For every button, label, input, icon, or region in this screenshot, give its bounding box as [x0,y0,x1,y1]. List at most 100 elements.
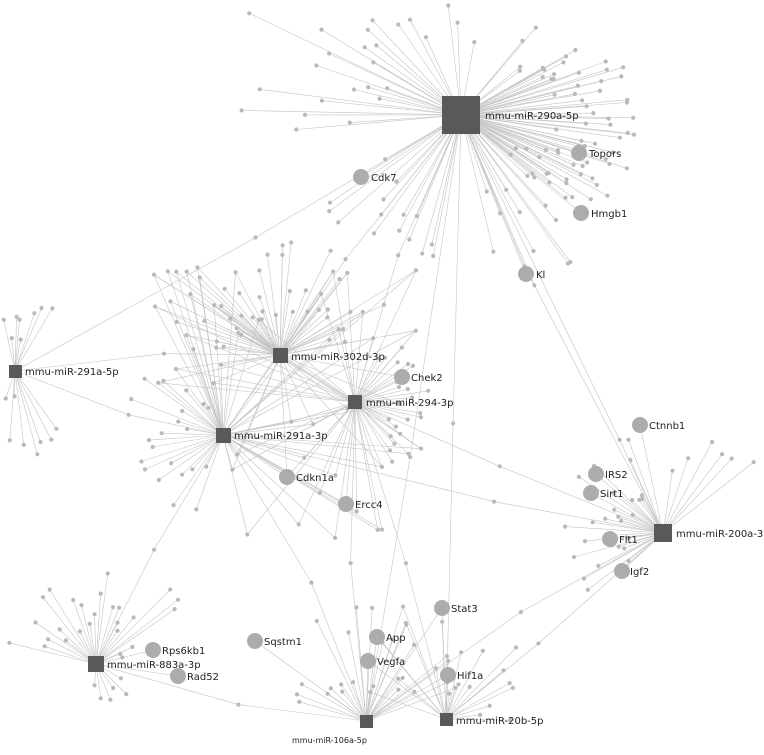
leaf-target-node [314,63,319,68]
leaf-target-node [280,252,285,257]
leaf-target-node [79,603,84,608]
leaf-target-node [328,248,333,253]
leaf-target-node [351,87,357,92]
leaf-target-node [360,309,365,314]
gene-node-marker [360,653,376,669]
leaf-target-node [124,692,129,697]
target-edge [460,114,593,179]
target-edge [296,114,462,130]
leaf-target-node [332,535,338,540]
leaf-target-node [156,380,161,385]
leaf-target-node [180,472,185,477]
target-edge [279,278,340,356]
leaf-target-node [131,615,136,620]
leaf-target-node [610,150,616,155]
leaf-target-node [418,415,424,420]
leaf-target-node [540,75,545,80]
mirna-node-291a-3p[interactable]: mmu-miR-291a-3p [216,428,328,443]
target-edge [222,337,374,436]
leaf-target-node [423,35,428,40]
leaf-target-node [630,512,635,518]
leaf-target-node [221,344,226,349]
target-edge [662,458,689,534]
gene-node-vegfa[interactable]: Vegfa [360,653,405,669]
mirna-node-200a-3p[interactable]: mmu-miR-200a-3p [654,524,764,542]
gene-node-label: Kl [536,270,545,281]
leaf-target-node [211,381,216,386]
leaf-target-node [77,629,82,634]
leaf-target-node [582,539,588,544]
leaf-target-node [396,384,402,390]
leaf-target-node [354,509,359,514]
leaf-target-node [142,467,147,472]
target-edge [196,434,224,510]
leaf-target-node [171,503,176,508]
leaf-target-node [7,640,12,645]
leaf-target-node [233,270,238,275]
gene-node-cdkn1a[interactable]: Cdkn1a [279,469,334,485]
target-edge [173,434,224,506]
gene-node-ctnnb1[interactable]: Ctnnb1 [632,417,685,433]
cross-edge [354,401,500,467]
leaf-target-node [514,645,519,650]
leaf-target-node [377,96,382,101]
mirna-node-294-3p[interactable]: mmu-miR-294-3p [348,395,454,409]
target-edge [565,526,664,534]
mirna-node-291a-5p[interactable]: mmu-miR-291a-5p [9,365,119,378]
leaf-target-node [219,304,224,309]
gene-node-app[interactable]: App [369,629,406,645]
target-edge [460,114,534,252]
gene-node-flt1[interactable]: Flt1 [602,531,638,547]
mirna-node-290a-5p[interactable]: mmu-miR-290a-5p [442,96,579,134]
leaf-target-node [410,363,415,368]
leaf-target-node [412,689,417,694]
leaf-target-node [575,83,581,88]
gene-node-hmgb1[interactable]: Hmgb1 [573,205,627,221]
target-edge [176,271,224,436]
leaf-target-node [168,299,173,304]
leaf-target-node [297,699,302,704]
target-edge [431,114,462,245]
gene-node-igf2[interactable]: Igf2 [614,563,649,579]
leaf-target-node [294,692,300,697]
mirna-node-20b-5p[interactable]: mmu-miR-20b-5p [440,713,544,727]
leaf-target-node [151,272,157,277]
gene-node-topors[interactable]: Topors [571,145,621,161]
leaf-target-node [419,446,424,451]
gene-node-sirt1[interactable]: Sirt1 [583,485,624,501]
gene-node-chek2[interactable]: Chek2 [394,369,443,385]
target-edge [220,364,356,403]
gene-node-rad52[interactable]: Rad52 [170,668,219,684]
mirna-node-106a-5p[interactable]: mmu-miR-106a-5p [292,715,373,745]
leaf-target-node [446,658,451,663]
gene-node-kl[interactable]: Kl [518,266,545,282]
target-edge [593,465,664,534]
cross-edge [354,401,407,564]
leaf-target-node [110,605,116,610]
leaf-target-node [585,160,590,165]
gene-edge [354,376,403,403]
cross-edge [14,237,256,372]
mirna-node-883a-3p[interactable]: mmu-miR-883a-3p [88,656,201,672]
leaf-target-node [532,175,537,180]
gene-node-rps6kb1[interactable]: Rps6kb1 [145,642,205,658]
gene-node-hif1a[interactable]: Hif1a [440,667,483,683]
target-edge [170,301,224,436]
leaf-target-node [212,303,217,308]
leaf-target-node [370,18,375,23]
gene-node-stat3[interactable]: Stat3 [434,600,478,616]
leaf-target-node [371,684,376,689]
gene-node-cdk7[interactable]: Cdk7 [353,169,396,185]
leaf-target-node [98,591,103,596]
target-edge [338,329,356,403]
leaf-target-node [536,641,541,646]
mirna-node-302d-3p[interactable]: mmu-miR-302d-3p [273,348,385,363]
gene-node-ercc4[interactable]: Ercc4 [338,496,383,512]
target-edge [279,354,398,404]
leaf-target-node [366,85,371,90]
cross-edge [350,401,356,564]
leaf-target-node [50,306,55,311]
target-edge [222,402,398,436]
gene-node-sqstm1[interactable]: Sqstm1 [247,633,302,649]
gene-node-irs2[interactable]: IRS2 [588,466,628,482]
